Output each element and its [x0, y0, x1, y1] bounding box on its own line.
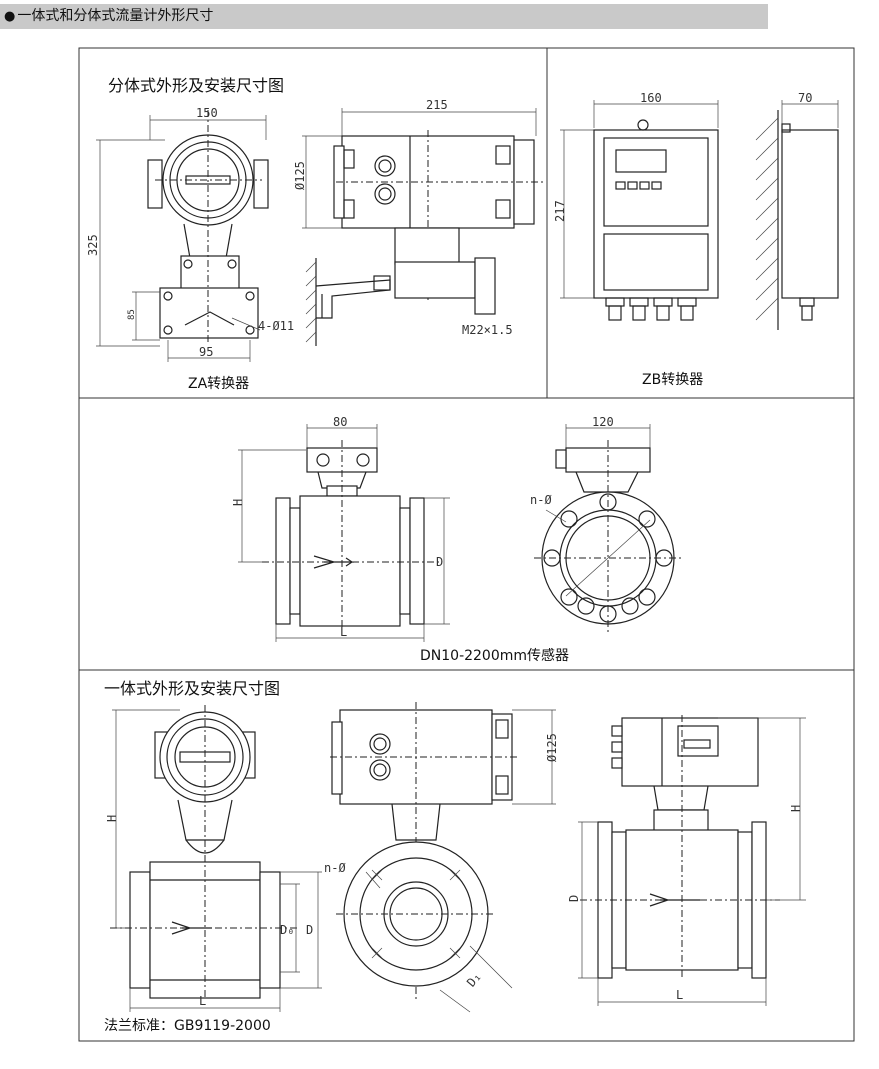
sensor-caption: DN10-2200mm传感器 — [420, 647, 569, 664]
bullet-icon: ● — [4, 9, 16, 24]
integral-dim-L-front: L — [199, 994, 206, 1008]
sensor-dim-H: H — [231, 499, 245, 506]
dim-215: 215 — [426, 98, 448, 112]
integral-dim-dia125: Ø125 — [545, 733, 559, 762]
dim-150: 150 — [196, 106, 218, 120]
integral-compact-view: H D L — [567, 715, 806, 1006]
dim-217: 217 — [553, 200, 567, 222]
integral-dim-L-compact: L — [676, 988, 683, 1002]
sensor-side-view: 80 H D L — [231, 415, 450, 642]
dim-85: 85 — [127, 309, 137, 320]
section-header-title: ●一体式和分体式流量计外形尺寸 — [4, 8, 213, 25]
dim-dia125-top: Ø125 — [293, 161, 307, 190]
sensor-bolt-label: n-Ø — [530, 493, 552, 507]
zb-front-view: 160 217 — [553, 91, 719, 321]
integral-dim-H-front: H — [105, 815, 119, 822]
integral-side-view: Ø125 n-Ø D₁ — [324, 702, 559, 1013]
integral-dim-H-compact: H — [789, 805, 803, 812]
zb-side-view: 70 — [755, 91, 839, 330]
dim-70: 70 — [798, 91, 812, 105]
split-section-title: 分体式外形及安装尺寸图 — [108, 76, 284, 95]
drawing-frame — [78, 47, 855, 1042]
sensor-dim-D: D — [436, 555, 443, 569]
za-caption: ZA转换器 — [188, 375, 249, 392]
dim-80: 80 — [333, 415, 347, 429]
flange-standard: 法兰标准：GB9119-2000 — [104, 1018, 271, 1034]
integral-dim-D1: D₁ — [464, 969, 484, 989]
integral-section-title: 一体式外形及安装尺寸图 — [104, 679, 280, 698]
section-header-bar: ●一体式和分体式流量计外形尺寸 — [0, 4, 768, 29]
dim-325: 325 — [86, 234, 100, 256]
sensor-dim-L: L — [340, 625, 347, 639]
integral-dim-D0: D₀ — [280, 923, 294, 937]
za-front-view: 150 325 85 95 4-Ø11 — [86, 106, 294, 362]
integral-bolt-label: n-Ø — [324, 861, 346, 875]
dim-thread: M22×1.5 — [462, 323, 513, 337]
sensor-end-view: 120 n-Ø — [530, 415, 682, 632]
zb-caption: ZB转换器 — [642, 371, 703, 388]
dim-120: 120 — [592, 415, 614, 429]
integral-dim-D-compact: D — [567, 895, 581, 902]
integral-dim-D: D — [306, 923, 313, 937]
dim-hole: 4-Ø11 — [258, 319, 294, 333]
dim-160: 160 — [640, 91, 662, 105]
dim-95: 95 — [199, 345, 213, 359]
za-side-view: 215 Ø125 M22×1.5 — [293, 98, 545, 346]
header-title-text: 一体式和分体式流量计外形尺寸 — [17, 8, 214, 24]
integral-front-view: H D₀ D L — [105, 705, 322, 1012]
